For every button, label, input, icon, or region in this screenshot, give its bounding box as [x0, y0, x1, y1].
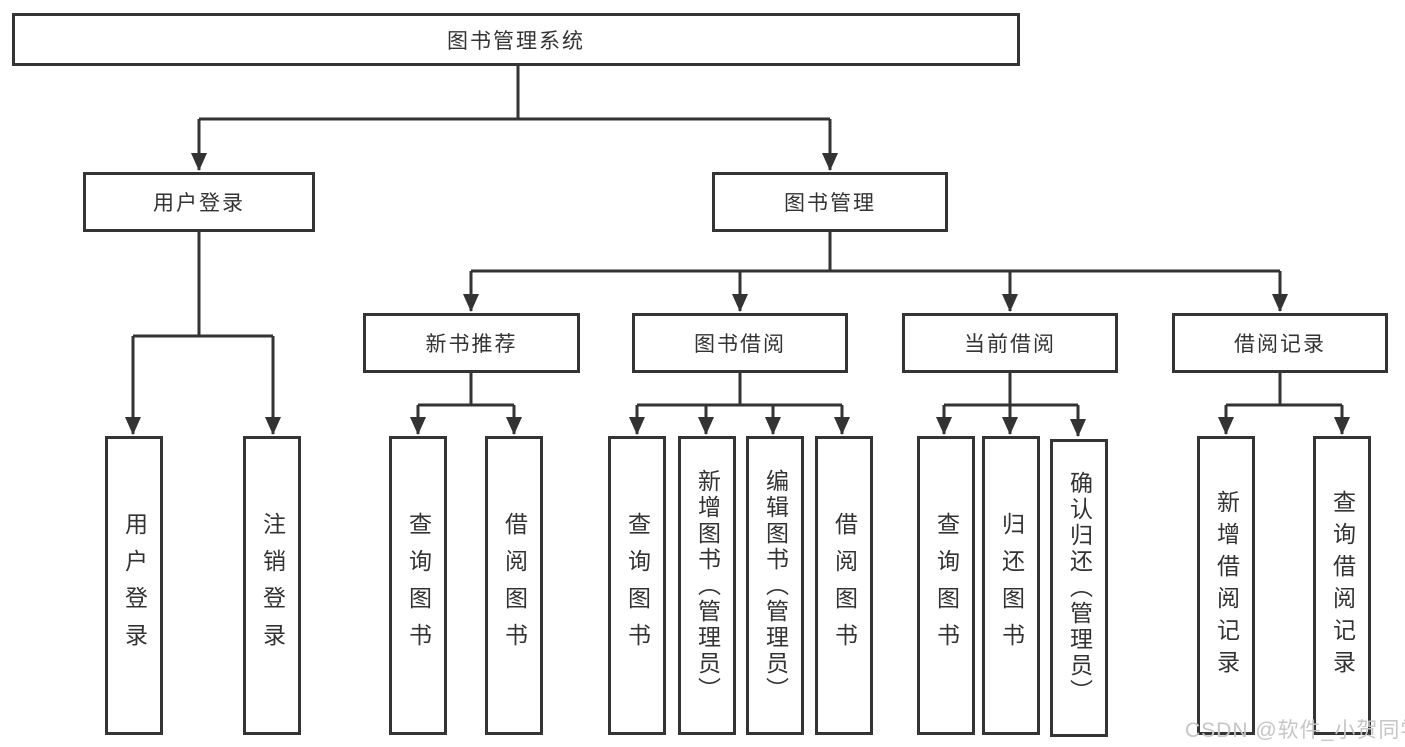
csdn-watermark: CSDN @软件_小贺同学 [1185, 719, 1405, 742]
node-label: 借阅图书 [501, 511, 528, 660]
node-return-books: 归还图书 [982, 436, 1040, 735]
node-label: 当前借阅 [964, 333, 1056, 356]
node-label: 查询图书 [933, 511, 960, 660]
node-borrow-records: 借阅记录 [1172, 313, 1388, 373]
node-query-borrow-record: 查询借阅记录 [1313, 436, 1371, 735]
node-label: 查询图书 [405, 511, 432, 660]
node-label: 编辑图书（管理员） [762, 468, 789, 703]
node-label: 归还图书 [998, 511, 1025, 660]
node-logout-leaf: 注销登录 [243, 436, 301, 735]
node-edit-books-admin: 编辑图书（管理员） [746, 436, 804, 735]
node-label: 新增图书（管理员） [694, 468, 721, 703]
node-label: 注销登录 [259, 511, 286, 660]
node-label: 新书推荐 [425, 333, 518, 356]
node-label: 图书管理 [784, 192, 876, 215]
node-root-label: 图书管理系统 [447, 29, 585, 53]
node-user-login-branch: 用户登录 [83, 172, 315, 232]
node-label: 查询借阅记录 [1329, 489, 1356, 682]
node-label: 查询图书 [624, 511, 651, 660]
node-label: 用户登录 [153, 192, 245, 215]
node-new-book-recommend: 新书推荐 [363, 313, 580, 373]
node-book-borrowing: 图书借阅 [632, 313, 848, 373]
node-borrow-books-recommend: 借阅图书 [485, 436, 543, 735]
node-label: 借阅图书 [831, 511, 858, 660]
node-user-login-leaf: 用户登录 [105, 436, 163, 735]
node-borrow-books-borrowing: 借阅图书 [815, 436, 873, 735]
node-add-borrow-record: 新增借阅记录 [1197, 436, 1255, 735]
node-label: 新增借阅记录 [1213, 489, 1240, 682]
node-label: 借阅记录 [1234, 333, 1326, 356]
node-label: 用户登录 [121, 511, 148, 660]
node-query-books-borrowing: 查询图书 [608, 436, 666, 735]
node-label: 图书借阅 [694, 333, 786, 356]
node-query-books-recommend: 查询图书 [389, 436, 447, 735]
node-book-management-branch: 图书管理 [712, 172, 948, 232]
node-query-books-current: 查询图书 [917, 436, 975, 735]
node-current-borrowing: 当前借阅 [902, 313, 1118, 373]
node-label: 确认归还（管理员） [1066, 471, 1093, 705]
node-root-library-system: 图书管理系统 [12, 13, 1020, 66]
node-confirm-return-admin: 确认归还（管理员） [1050, 439, 1108, 737]
node-add-books-admin: 新增图书（管理员） [678, 436, 736, 735]
